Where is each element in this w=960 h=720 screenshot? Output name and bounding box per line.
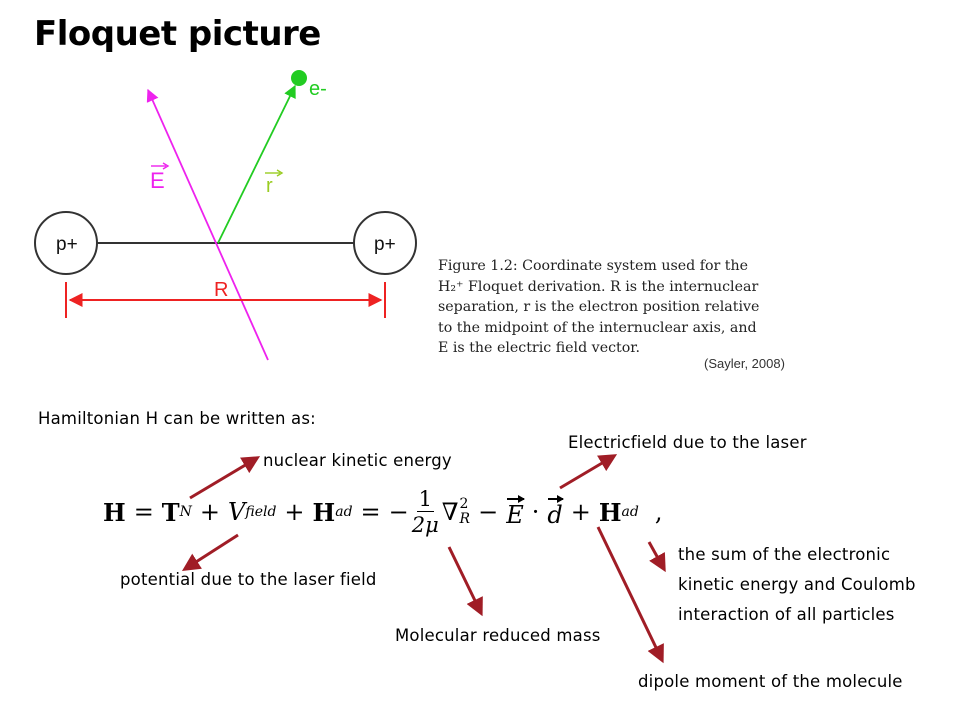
label-reduced-mass: Molecular reduced mass (395, 626, 601, 645)
eq-equals-2: = (360, 498, 381, 526)
field-label-overarrow-head (162, 162, 170, 170)
eq-T-sub: N (179, 504, 192, 520)
eq-V: V (228, 498, 246, 526)
eq-dot: · (531, 498, 540, 526)
label-nuclear-kinetic-energy: nuclear kinetic energy (263, 451, 452, 470)
eq-comma: , (654, 498, 663, 526)
eq-plus-1: + (199, 498, 221, 526)
eq-nabla-sup: 2 (459, 496, 469, 512)
eq-minus-2: − (478, 498, 499, 526)
eq-equals: = (133, 498, 154, 526)
eq-d-vector: d (547, 495, 565, 529)
position-label-overarrow-head (276, 169, 284, 177)
electric-field-vector (146, 88, 269, 361)
caption-line: E is the electric field vector. (438, 340, 641, 356)
arrow-potential (181, 533, 239, 571)
label-sum-line3: interaction of all particles (678, 605, 895, 624)
proton-left (34, 211, 98, 275)
position-vector (217, 84, 296, 244)
page-title: Floquet picture (34, 14, 321, 54)
proton-right-label: p+ (374, 234, 396, 255)
label-sum-line1: the sum of the electronic (678, 545, 891, 564)
eq-Had-1-sub: ad (335, 504, 353, 520)
caption-line: H₂⁺ Floquet derivation. R is the internu… (438, 278, 759, 295)
label-sum-line2: kinetic energy and Coulomb (678, 575, 916, 594)
electron-dot (291, 70, 307, 86)
coordinate-diagram: p+ p+ E r e- R (34, 70, 417, 361)
proton-left-label: p+ (56, 234, 78, 255)
eq-minus-1: − (388, 498, 409, 526)
position-label: r (266, 175, 273, 197)
arrow-dipole (596, 526, 664, 664)
eq-Had-2-sub: ad (621, 504, 639, 520)
caption-line: Figure 1.2: Coordinate system used for t… (438, 258, 749, 274)
arrow-reduced-mass (447, 546, 483, 617)
label-electricfield: Electricfield due to the laser (568, 433, 807, 452)
eq-E-vector: E (506, 495, 525, 529)
electron-label: e- (309, 78, 327, 100)
eq-Had-2: H (598, 497, 622, 527)
label-dipole: dipole moment of the molecule (638, 672, 903, 691)
eq-plus-2: + (284, 498, 305, 526)
arrow-nuclear-ke (189, 456, 261, 500)
eq-frac-den: 2μ (411, 512, 439, 537)
separation-label: R (214, 279, 228, 301)
eq-nabla: ∇ (441, 498, 459, 526)
arrow-electricfield (559, 454, 618, 490)
figure-caption: Figure 1.2: Coordinate system used for t… (438, 256, 838, 359)
eq-Had-1: H (312, 497, 336, 527)
eq-H: H (103, 497, 126, 527)
eq-plus-3: + (570, 498, 591, 526)
caption-line: to the midpoint of the internuclear axis… (438, 319, 757, 336)
caption-line: separation, r is the electron position r… (438, 299, 760, 315)
eq-nabla-sub: R (459, 511, 471, 527)
hamiltonian-intro: Hamiltonian H can be written as: (38, 409, 316, 428)
field-label: E (150, 168, 165, 193)
eq-V-sub: field (245, 504, 277, 520)
eq-fraction: 1 2μ (412, 487, 439, 538)
arrow-had (647, 541, 666, 573)
eq-frac-num: 1 (416, 486, 434, 512)
proton-right (353, 211, 417, 275)
label-potential: potential due to the laser field (120, 570, 377, 589)
citation: (Sayler, 2008) (704, 356, 785, 371)
eq-T: T (161, 497, 180, 527)
